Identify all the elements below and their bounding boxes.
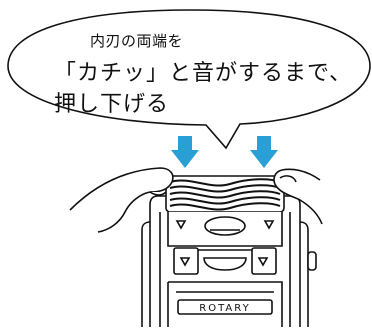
speech-bubble (7, 9, 371, 150)
down-arrow-icon (171, 136, 199, 168)
brand-label: ROTARY (199, 303, 250, 314)
instruction-line-3: 押し下げる (54, 92, 170, 117)
down-arrow-icon (250, 136, 278, 168)
instruction-line-2: 「カチッ」と音がするまで、 (54, 61, 353, 86)
instruction-line-1: 内刃の両端を (90, 32, 184, 50)
left-hand (69, 167, 174, 233)
shaver-head (165, 175, 285, 275)
right-hand (273, 168, 323, 225)
